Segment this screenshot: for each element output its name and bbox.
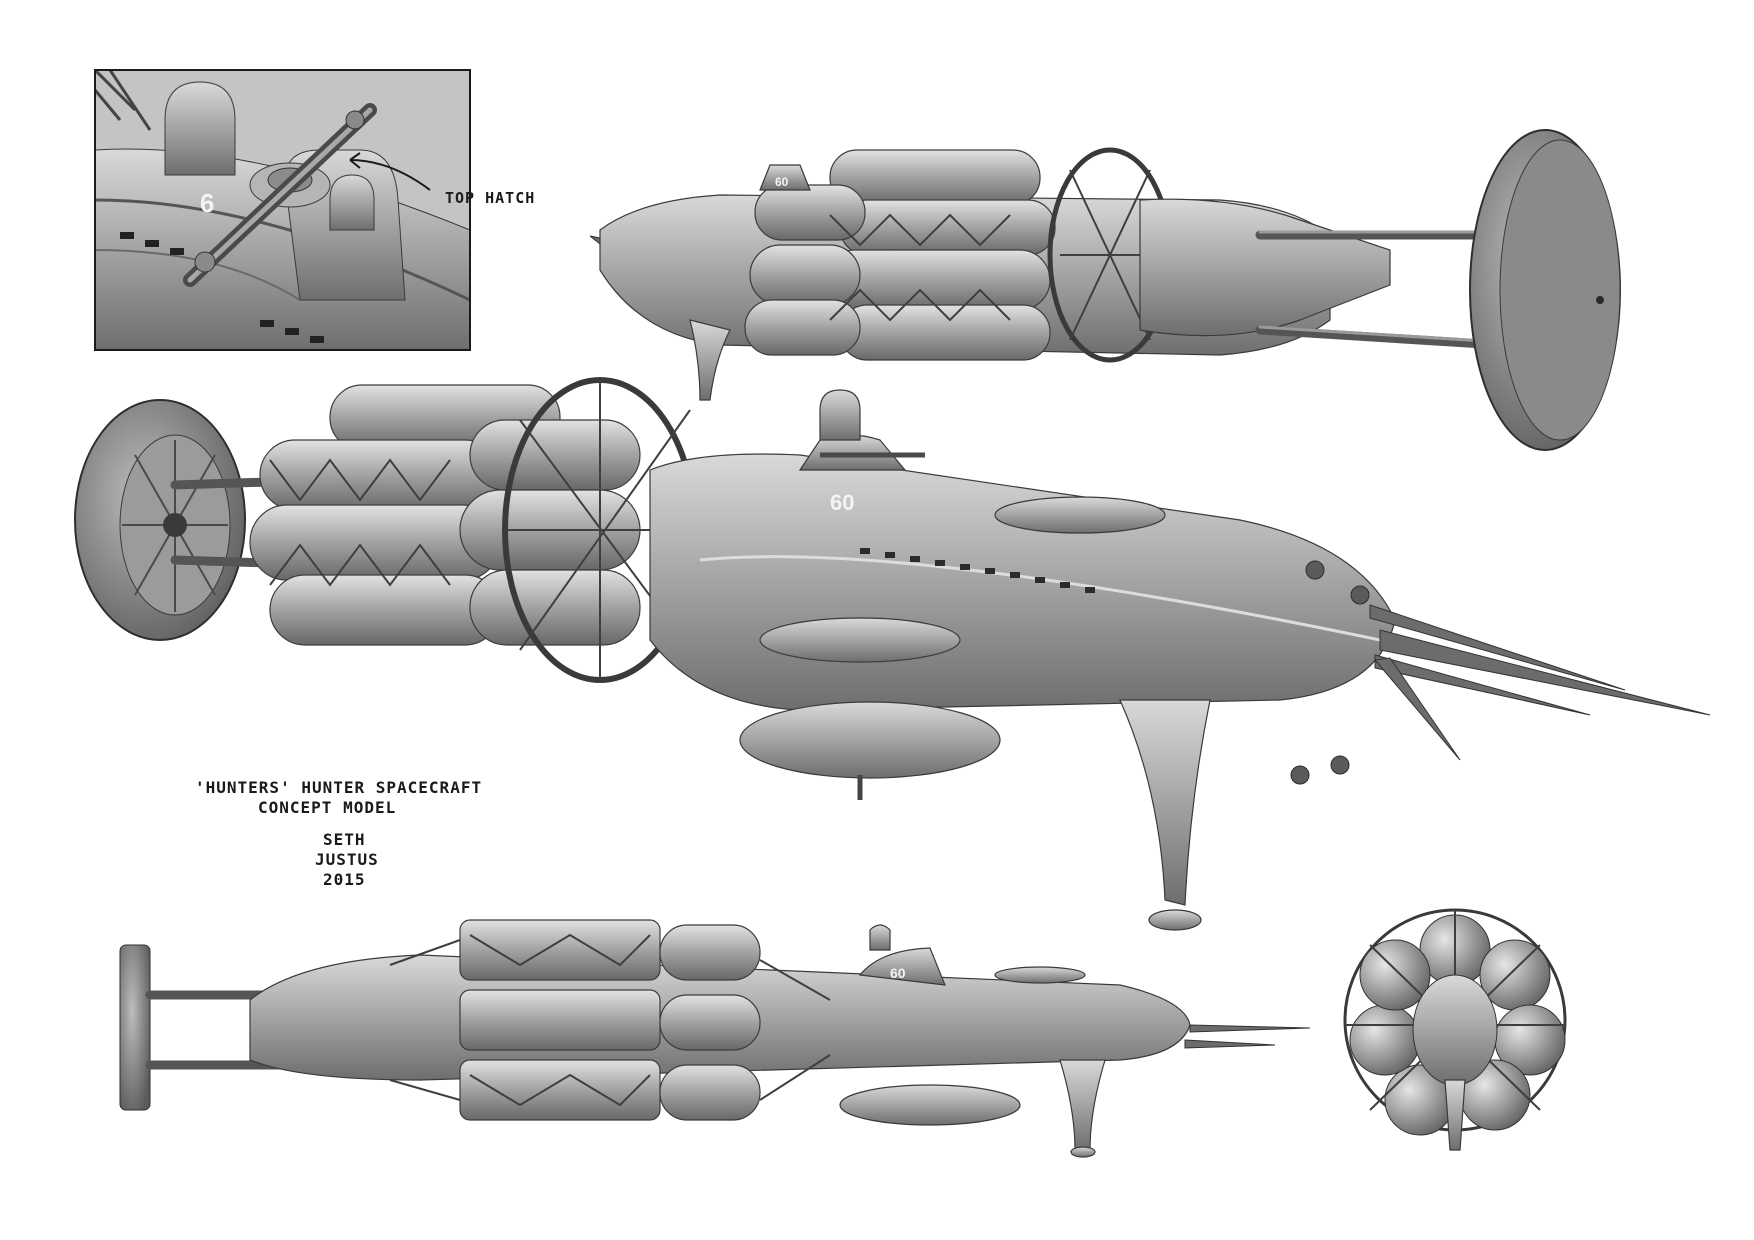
- spacecraft-view-main: 60: [74, 377, 1711, 931]
- credits-title-line1: 'HUNTERS' HUNTER SPACECRAFT: [195, 778, 482, 797]
- dish-spokes: [122, 440, 228, 612]
- credits-year: 2015: [323, 870, 366, 889]
- credits-author-last: JUSTUS: [315, 850, 379, 869]
- credits-title-line2: CONCEPT MODEL: [258, 798, 396, 817]
- top-hatch-label: TOP HATCH: [445, 189, 535, 207]
- fuel-tank-cluster: [744, 149, 1056, 361]
- credits-block: 'HUNTERS' HUNTER SPACECRAFT CONCEPT MODE…: [195, 778, 482, 889]
- spacecraft-view-rear-perspective: 60: [589, 129, 1621, 451]
- top-hatch-callout: TOP HATCH: [349, 152, 535, 207]
- front-tank-ring: [1349, 914, 1566, 1136]
- side-fuel-tank-cluster: [459, 919, 761, 1121]
- view1-hull-number: 60: [775, 175, 789, 189]
- hull-window-row: [860, 548, 1095, 593]
- credits-author-first: SETH: [323, 830, 366, 849]
- main-hull-number: 60: [830, 490, 854, 515]
- side-hull-number: 60: [890, 965, 906, 981]
- top-hatch-inset: 6: [94, 69, 471, 351]
- inset-hull-number: 6: [200, 188, 214, 218]
- spacecraft-view-front: [1343, 908, 1567, 1151]
- main-fuel-tank-cluster: [249, 384, 641, 646]
- spacecraft-view-side: 60: [119, 919, 1311, 1158]
